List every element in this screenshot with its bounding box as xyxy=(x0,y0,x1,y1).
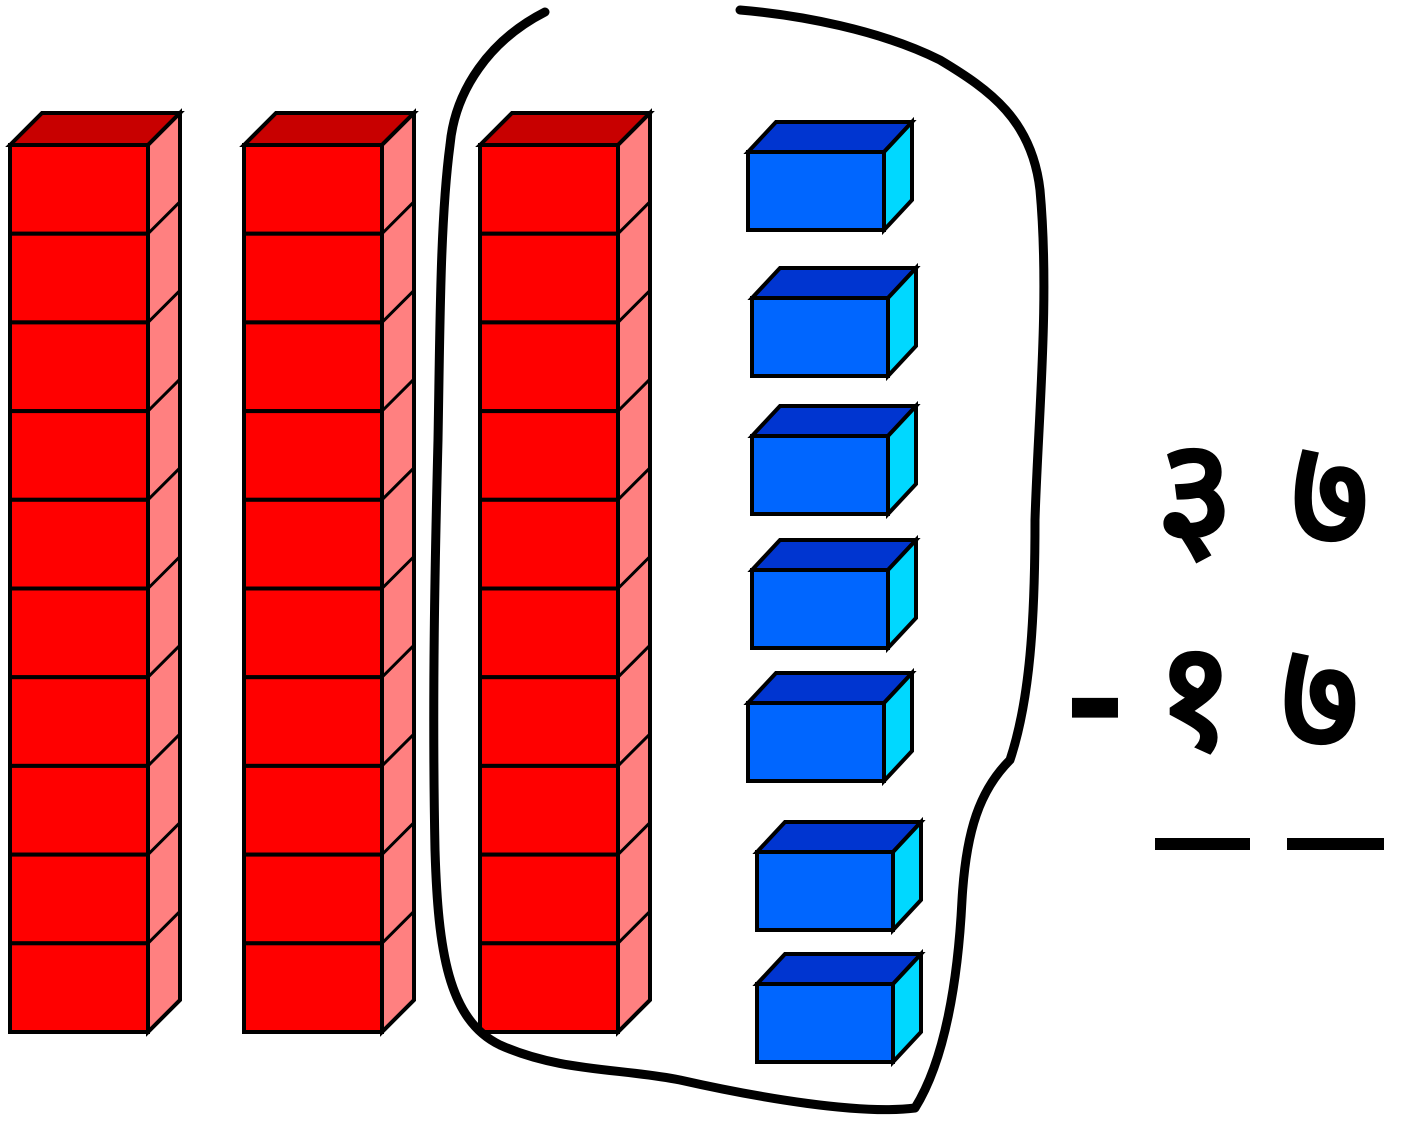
ten-rod-side-seam xyxy=(380,910,416,945)
ten-rod-cube xyxy=(478,497,620,591)
ten-rod-cube xyxy=(478,763,620,857)
ten-rod-cube xyxy=(242,675,384,768)
ten-rod-cube xyxy=(242,231,384,325)
unit-cube xyxy=(747,262,921,382)
grouping-loop xyxy=(429,5,1049,1115)
ten-rod-cube xyxy=(8,320,150,414)
ten-rod-cube xyxy=(478,143,620,236)
ten-rod-side-seam xyxy=(616,644,652,679)
ten-rod-cube xyxy=(8,409,150,502)
ten-rod-cube xyxy=(8,586,150,680)
ten-rod-cube xyxy=(242,497,384,591)
minuend-tens-digit: ३ xyxy=(1156,405,1234,581)
subtrahend-tens-digit: १ xyxy=(1156,608,1234,784)
ten-rod-side-seam xyxy=(146,732,182,767)
ten-rod-cube xyxy=(242,320,384,414)
unit-cube xyxy=(747,400,921,520)
ten-rod-side-seam xyxy=(146,555,182,590)
unit-cube-front-face xyxy=(746,150,886,232)
ten-rod-side-seam xyxy=(380,555,416,590)
ten-rod-cube xyxy=(8,231,150,325)
ten-rod-side-seam xyxy=(616,466,652,501)
ten-rod-cube xyxy=(478,675,620,768)
ten-rod-side-seam xyxy=(380,732,416,767)
ten-rod-side-seam xyxy=(616,378,652,413)
subtraction-problem: ३ ७ - १ ७ xyxy=(1064,405,1384,850)
ten-rod-cube xyxy=(478,852,620,946)
ten-rod xyxy=(5,108,185,1037)
ten-rod-cube xyxy=(242,852,384,946)
unit-cube-front-face xyxy=(755,850,895,932)
ten-rod-side-seam xyxy=(380,466,416,501)
ten-rod-side-seam xyxy=(380,644,416,679)
minus-sign: - xyxy=(1064,608,1126,784)
ten-rod-cube xyxy=(8,497,150,591)
ten-rod-side-seam xyxy=(616,732,652,767)
ten-rod-cube xyxy=(242,143,384,236)
ten-rod-side-seam xyxy=(380,289,416,324)
ten-rod-cube xyxy=(478,941,620,1034)
ten-rod-side-seam xyxy=(380,378,416,413)
ten-rod-side-seam xyxy=(616,821,652,856)
ten-rod-side-seam xyxy=(146,289,182,324)
ten-rod-side-seam xyxy=(616,200,652,235)
ten-rod xyxy=(239,108,419,1037)
ten-rod-cube xyxy=(478,320,620,414)
ten-rod-side-seam xyxy=(146,378,182,413)
ten-rods-group xyxy=(5,108,655,1037)
minuend-ones-digit: ७ xyxy=(1291,405,1369,581)
ten-rod-cube xyxy=(478,586,620,680)
ten-rod-cube xyxy=(8,941,150,1034)
ten-rod-cube xyxy=(478,409,620,502)
ten-rod-side-seam xyxy=(146,821,182,856)
ten-rod-side-seam xyxy=(146,910,182,945)
ten-rod-cube xyxy=(242,586,384,680)
unit-cube-front-face xyxy=(750,434,890,516)
answer-blank-ones xyxy=(1287,838,1384,850)
unit-cube-front-face xyxy=(750,296,890,378)
ten-rod-side-seam xyxy=(616,555,652,590)
ten-rod-cube xyxy=(8,852,150,946)
ten-rod-side-seam xyxy=(616,910,652,945)
ten-rod-side-seam xyxy=(380,200,416,235)
answer-blank-tens xyxy=(1155,838,1250,850)
unit-cube xyxy=(752,948,926,1068)
ten-rod-side-seam xyxy=(146,644,182,679)
ten-rod-cube xyxy=(242,409,384,502)
ten-rod-cube xyxy=(242,763,384,857)
ten-rod-cube xyxy=(242,941,384,1034)
ten-rod xyxy=(475,108,655,1037)
ten-rod-side-seam xyxy=(146,466,182,501)
ten-rod-side-seam xyxy=(380,821,416,856)
subtrahend-ones-digit: ७ xyxy=(1281,608,1359,784)
unit-cube xyxy=(743,667,917,787)
ten-rod-side-seam xyxy=(616,289,652,324)
unit-cube xyxy=(747,534,921,654)
unit-cube xyxy=(752,816,926,936)
ten-rod-cube xyxy=(8,675,150,768)
ten-rod-cube xyxy=(478,231,620,325)
unit-cube-front-face xyxy=(750,568,890,650)
unit-cube-front-face xyxy=(746,701,886,783)
ten-rod-cube xyxy=(8,763,150,857)
ten-rod-side-seam xyxy=(146,200,182,235)
unit-cubes-group xyxy=(743,116,926,1068)
unit-cube-front-face xyxy=(755,982,895,1064)
ten-rod-cube xyxy=(8,143,150,236)
unit-cube xyxy=(743,116,917,236)
